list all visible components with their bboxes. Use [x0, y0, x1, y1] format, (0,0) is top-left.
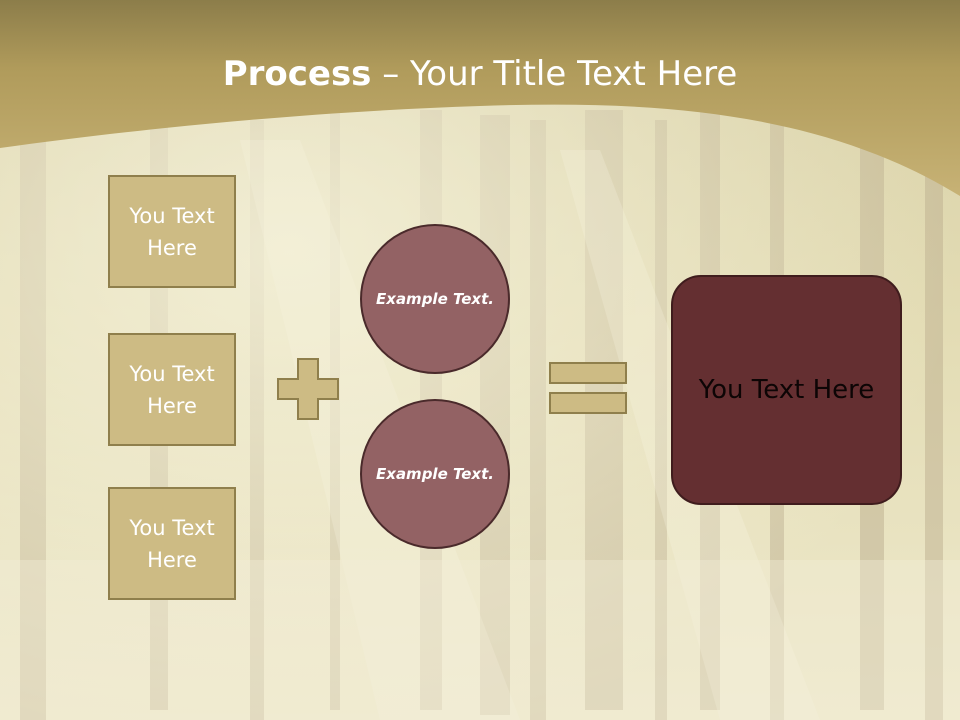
header-band	[0, 0, 960, 196]
result-box: You Text Here	[671, 275, 902, 505]
plus-icon	[277, 358, 339, 420]
example-circle-1: Example Text.	[360, 224, 510, 374]
input-box-label: You Text Here	[129, 515, 215, 572]
slide-title: Process – Your Title Text Here	[0, 52, 960, 96]
result-label: You Text Here	[698, 375, 875, 405]
input-box-label: You Text Here	[129, 361, 215, 418]
input-box-3: You Text Here	[108, 487, 236, 600]
input-box-2: You Text Here	[108, 333, 236, 446]
equals-icon	[549, 362, 627, 414]
circle-label: Example Text.	[376, 464, 494, 483]
circle-label: Example Text.	[376, 289, 494, 308]
input-box-label: You Text Here	[129, 203, 215, 260]
title-bold: Process	[222, 54, 372, 94]
input-box-1: You Text Here	[108, 175, 236, 288]
example-circle-2: Example Text.	[360, 399, 510, 549]
title-rest: – Your Title Text Here	[371, 54, 738, 94]
